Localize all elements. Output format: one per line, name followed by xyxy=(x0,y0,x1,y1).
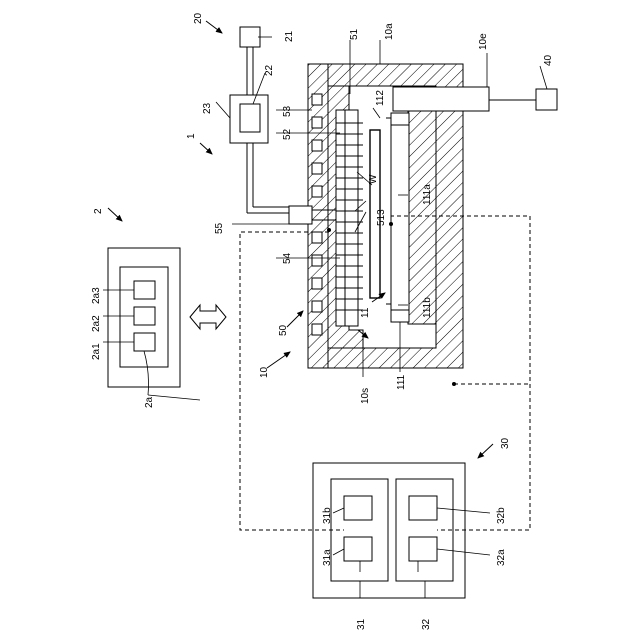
label-2a3: 2a3 xyxy=(91,287,102,304)
unit-32a-box xyxy=(409,537,437,561)
label-2: 2 xyxy=(93,208,104,214)
label-21: 21 xyxy=(284,30,295,42)
label-40: 40 xyxy=(543,54,554,66)
label-31b: 31b xyxy=(322,507,333,524)
label-513: 513 xyxy=(376,209,387,226)
label-2a2: 2a2 xyxy=(91,315,102,332)
arrow-1 xyxy=(200,143,212,154)
gas-supply-20 xyxy=(230,27,289,213)
gas-inlet-55 xyxy=(289,206,312,224)
sensor-dot-left xyxy=(327,228,331,232)
arrow-30 xyxy=(478,444,493,458)
label-23: 23 xyxy=(202,102,213,114)
label-1: 1 xyxy=(186,133,197,139)
label-32: 32 xyxy=(421,618,432,630)
unit-32b-box xyxy=(409,496,437,520)
label-30: 30 xyxy=(500,437,511,449)
label-10s: 10s xyxy=(360,388,371,404)
support-shaft-10e xyxy=(393,87,489,111)
stage-111 xyxy=(391,113,409,322)
unit-31a-box xyxy=(344,537,372,561)
controller-2 xyxy=(103,248,180,395)
valve-22 xyxy=(240,104,260,132)
label-53: 53 xyxy=(282,105,293,117)
label-2a: 2a xyxy=(144,396,155,408)
gas-source-21 xyxy=(240,27,260,47)
unit-2a1-box xyxy=(134,333,155,351)
arrow-10 xyxy=(267,352,290,368)
label-111a: 111a xyxy=(422,184,433,205)
label-111: 111 xyxy=(396,374,407,390)
label-31a: 31a xyxy=(322,549,333,566)
label-55: 55 xyxy=(214,222,225,234)
drive-unit-40 xyxy=(536,89,557,110)
label-31: 31 xyxy=(356,618,367,630)
arrow-2 xyxy=(108,208,122,221)
label-20: 20 xyxy=(193,12,204,24)
label-51: 51 xyxy=(349,28,360,40)
arrow-20 xyxy=(206,21,222,33)
chamber-10 xyxy=(289,64,557,386)
label-10: 10 xyxy=(259,366,270,378)
label-50: 50 xyxy=(278,324,289,336)
label-112: 112 xyxy=(375,90,386,106)
label-2a1: 2a1 xyxy=(91,343,102,360)
label-32b: 32b xyxy=(496,507,507,524)
unit-2a2-box xyxy=(134,307,155,325)
label-54: 54 xyxy=(282,252,293,264)
bidirectional-arrow xyxy=(190,305,226,329)
label-10e: 10e xyxy=(478,33,489,50)
arrow-50 xyxy=(287,311,303,327)
unit-31b-box xyxy=(344,496,372,520)
unit-2a3-box xyxy=(134,281,155,299)
shower-head-52 xyxy=(336,110,358,326)
label-52: 52 xyxy=(282,128,293,140)
label-10a: 10a xyxy=(384,23,395,40)
support-bulkhead xyxy=(408,111,436,324)
label-32a: 32a xyxy=(496,549,507,566)
label-22: 22 xyxy=(264,64,275,76)
label-111b: 111b xyxy=(422,297,433,318)
label-W: W xyxy=(368,174,379,184)
label-11: 11 xyxy=(360,307,371,318)
